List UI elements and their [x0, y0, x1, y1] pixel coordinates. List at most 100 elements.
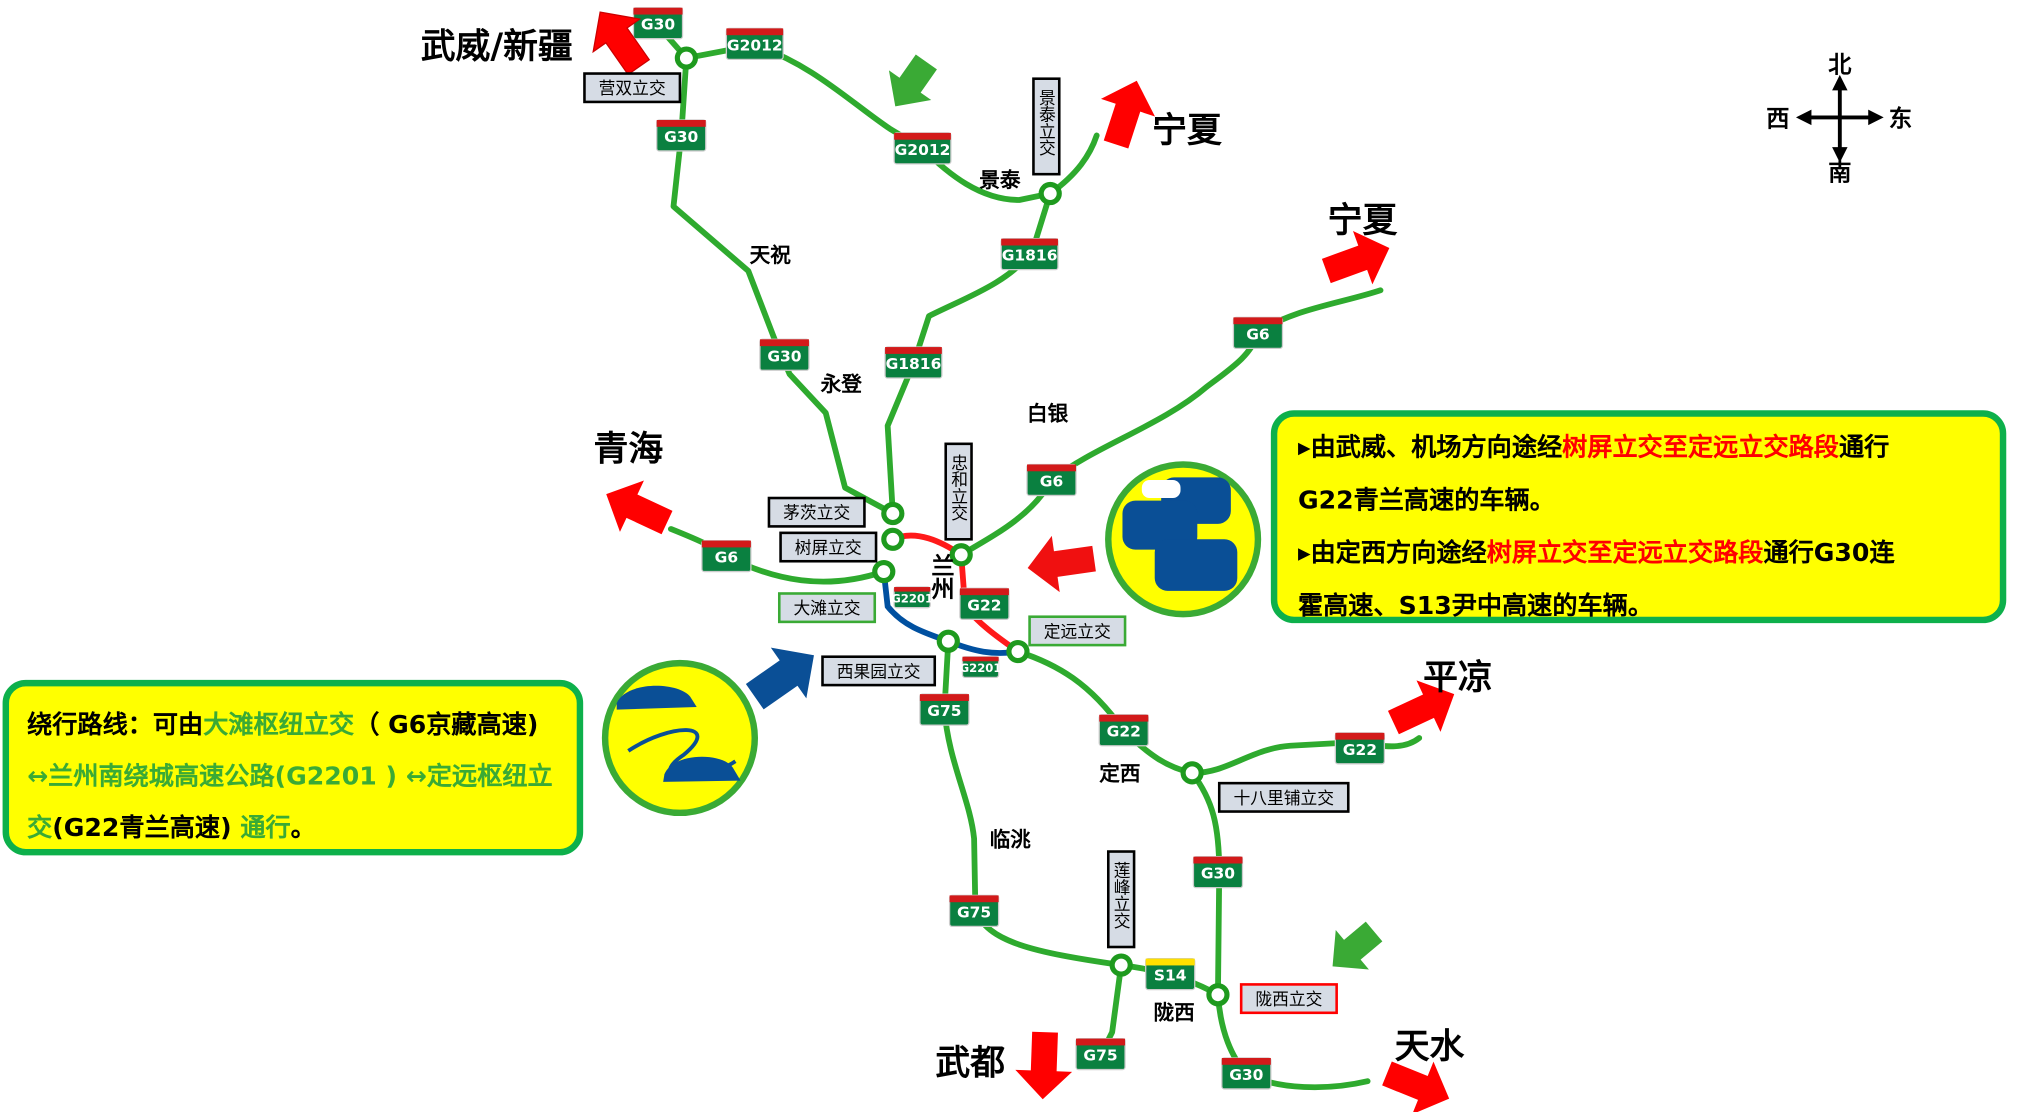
shield-g2012: G2012	[893, 132, 952, 165]
shield-label: G6	[715, 549, 738, 567]
shield-label: G22	[1343, 741, 1377, 759]
dest-qinghai: 青海	[593, 430, 663, 470]
arrow-green-longxi-icon	[1332, 921, 1383, 970]
compass-south: 南	[1828, 160, 1851, 187]
detour-intro: 绕行路线：可由	[27, 709, 204, 740]
compass: 北 南 西 东	[1766, 51, 1912, 186]
shield-label: G75	[957, 903, 991, 921]
interchange-label-datan: 大滩立交	[777, 592, 877, 624]
shield-g30: G30	[656, 119, 707, 152]
shield-g30: G30	[1192, 856, 1244, 889]
interchange-name: 景泰立交	[1036, 89, 1056, 156]
notice-line-1: ▸由武威、机场方向途经树屏立交至定远立交路段通行	[1298, 421, 2000, 474]
shield-label: G22	[967, 596, 1001, 614]
compass-west: 西	[1766, 105, 1789, 132]
node-dingyuan	[1006, 639, 1030, 664]
arrow-ningxia1-icon	[1100, 80, 1155, 149]
arrow-tianshui-icon	[1382, 1061, 1450, 1112]
interchange-name: 树屏立交	[795, 537, 862, 557]
shield-s14: S14	[1145, 957, 1196, 991]
shield-g6: G6	[701, 539, 752, 573]
notice-1-text: ▸由武威、机场方向途经	[1297, 432, 1563, 462]
arrow-wuwei-icon	[592, 11, 651, 76]
shield-g1816: G1816	[1000, 238, 1059, 271]
notice-line-2: G22青兰高速的车辆。	[1297, 485, 1555, 515]
town-tianzhu: 天祝	[750, 243, 792, 267]
traffic-notice-box: ▸由武威、机场方向途经树屏立交至定远立交路段通行 G22青兰高速的车辆。 ▸由定…	[1270, 410, 2007, 624]
notice-2-text: ▸由定西方向途经	[1297, 538, 1487, 568]
interchange-name: 十八里铺立交	[1233, 788, 1334, 808]
shield-label: G30	[767, 347, 801, 365]
shield-label: G75	[1083, 1047, 1117, 1065]
shield-label: G6	[1246, 325, 1269, 343]
dest-pingliang: 平凉	[1423, 658, 1493, 698]
shield-g22: G22	[1334, 732, 1386, 765]
shield-g6: G6	[1026, 463, 1077, 497]
town-longxi: 陇西	[1153, 1000, 1194, 1024]
direction-arrows	[592, 11, 1455, 1112]
interchange-label-zhonghe: 忠和立交	[944, 442, 973, 541]
interchange-name: 茅茨立交	[783, 503, 850, 523]
road-g6-northeast	[958, 287, 1384, 558]
notice-2-pass: 通行G30连	[1763, 538, 1895, 568]
town-lintao: 临洮	[990, 827, 1032, 851]
dest-ningxia-1: 宁夏	[1152, 111, 1222, 151]
shield-g30: G30	[632, 7, 684, 40]
interchange-label-longxi: 陇西立交	[1239, 983, 1338, 1015]
shield-label: G22	[1107, 723, 1141, 741]
interchange-name: 莲峰立交	[1111, 862, 1131, 929]
dest-wudu: 武都	[935, 1044, 1005, 1084]
interchange-label-lianfeng: 莲峰立交	[1106, 850, 1136, 949]
node-zhonghe	[949, 543, 973, 567]
notice-1-section: 树屏立交至定远立交路段	[1562, 432, 1839, 462]
arrow-closure-icon	[1027, 535, 1096, 593]
arrow-wudu-icon	[1015, 1031, 1073, 1100]
node-jingtai	[1038, 181, 1062, 206]
closed-section	[891, 532, 1020, 654]
compass-north: 北	[1828, 51, 1852, 78]
interchange-name: 西果园立交	[837, 661, 921, 681]
interchange-label-dingyuan: 定远立交	[1028, 615, 1127, 647]
arrow-detour-icon	[745, 647, 814, 710]
shield-g22: G22	[1098, 714, 1149, 747]
shield-g75: G75	[1075, 1037, 1126, 1071]
town-baiyin: 白银	[1027, 402, 1069, 426]
detour-g6: （ G6京藏高速)	[354, 709, 539, 740]
shield-g2012: G2012	[725, 27, 784, 60]
shield-label: G30	[1201, 865, 1235, 883]
detour-datan: 大滩枢纽立交	[203, 709, 355, 740]
node-yingshuang	[674, 46, 698, 70]
dest-tianshui: 天水	[1395, 1027, 1465, 1067]
shield-g6: G6	[1232, 316, 1284, 349]
node-maoci	[881, 501, 905, 526]
interchange-nodes	[674, 46, 1230, 1007]
shield-g1816: G1816	[884, 346, 943, 379]
shield-g2201: G2201	[960, 656, 1001, 679]
dest-ningxia-2: 宁夏	[1328, 201, 1398, 241]
shield-label: G30	[1229, 1066, 1263, 1084]
town-lanzhou: 兰州	[927, 553, 955, 600]
shield-g75: G75	[919, 693, 970, 726]
detour-g22: (G22青兰高速)	[52, 812, 232, 843]
interchange-label-shibalipu: 十八里铺立交	[1217, 781, 1350, 813]
node-xiguoyuan	[936, 629, 960, 653]
congestion-icon	[1105, 461, 1262, 618]
town-jingtai: 景泰	[979, 168, 1021, 192]
shield-label: G30	[664, 128, 698, 146]
road-g30-south	[1189, 769, 1371, 1091]
town-labels: 天祝 永登 白银 景泰 兰州 定西 临洮 陇西	[750, 168, 1195, 1024]
shield-g75: G75	[948, 894, 1000, 928]
detour-notice-box: 绕行路线：可由大滩枢纽立交（ G6京藏高速) ↔兰州南绕城高速公路(G2201 …	[2, 679, 584, 856]
shield-label: G30	[641, 16, 675, 34]
arrow-ningxia2-icon	[1321, 231, 1390, 285]
shield-g22: G22	[959, 587, 1010, 620]
notice-2-section: 树屏立交至定远立交路段	[1486, 538, 1764, 568]
shield-label: G75	[927, 702, 961, 720]
node-shibalipu	[1180, 761, 1204, 785]
interchange-name: 定远立交	[1044, 621, 1111, 641]
interchange-label-maoci: 茅茨立交	[767, 496, 866, 528]
compass-east: 东	[1889, 105, 1912, 132]
shield-label: G6	[1040, 472, 1063, 490]
